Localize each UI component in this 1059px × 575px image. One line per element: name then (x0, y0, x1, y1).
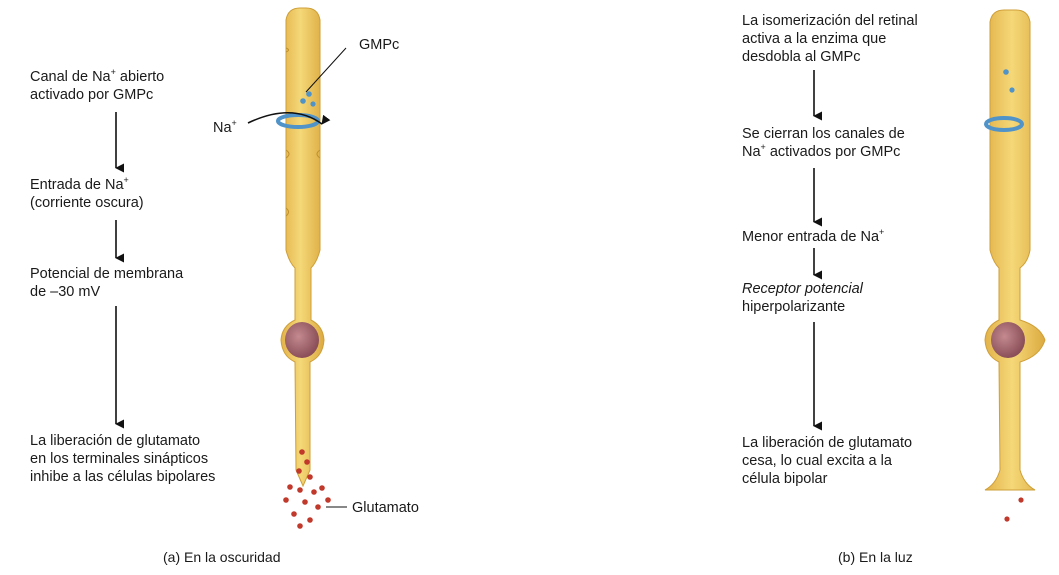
step-a3-text: Potencial de membrana de –30 mV (30, 266, 184, 300)
caption-a: (a) En la oscuridad (163, 549, 281, 565)
gmpc-dot-b (1003, 69, 1009, 75)
na-channel-b-closed (984, 116, 1024, 132)
gmpc-dot (310, 101, 316, 107)
gmpc-leader (305, 47, 347, 93)
gmpc-dot (306, 91, 312, 97)
caption-b: (b) En la luz (838, 549, 913, 565)
rod-b-nucleus (991, 322, 1025, 358)
rod-a-nucleus (285, 322, 319, 358)
gmpc-label: GMPc (359, 37, 400, 53)
rod-a-folds (285, 47, 321, 217)
step-b5-text: La liberación de glutamato cesa, lo cual… (742, 435, 913, 487)
rod-b-body (984, 9, 1046, 491)
step-b2-text: Se cierran los canales de Na+ activados … (742, 126, 905, 160)
rod-cell-b (984, 9, 1046, 491)
step-a1-text: Canal de Na+ abierto activado por GMPc (30, 67, 165, 104)
step-a2-text: Entrada de Na+ (corriente oscura) (30, 175, 144, 212)
step-b3-text: Menor entrada de Na+ (742, 227, 885, 246)
step-a4-text: La liberación de glutamato en los termin… (30, 433, 216, 485)
glutamate-dot-b (1004, 516, 1010, 522)
step-b4-text: Receptor potencial hiperpolarizante (742, 281, 863, 315)
na-influx-arrow (247, 111, 331, 125)
glutamate-dot-b (1018, 497, 1024, 503)
glutamate-dots-a (283, 449, 331, 529)
gmpc-dot-b (1009, 87, 1015, 93)
gmpc-dot (300, 98, 306, 104)
na-label: Na+ (213, 118, 237, 137)
step-b1-text: La isomerización del retinal activa a la… (742, 13, 918, 65)
glutamate-label: Glutamato (352, 500, 419, 516)
